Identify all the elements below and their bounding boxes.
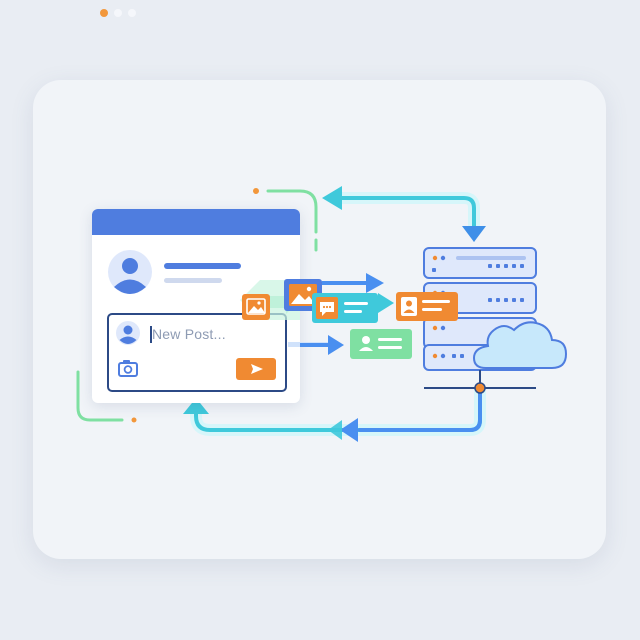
top-flow-arrowhead-down-fill — [462, 226, 486, 242]
bottom-flow-arrowhead-left — [340, 418, 358, 442]
text-caret — [150, 326, 152, 343]
user-avatar-icon[interactable] — [108, 250, 152, 294]
window-dot-white-2[interactable] — [128, 9, 136, 17]
top-left-bracket-line — [266, 189, 318, 234]
browser-title-bar — [92, 209, 300, 235]
bottom-left-orange-dot — [131, 417, 137, 423]
top-flow-line — [338, 196, 476, 229]
send-post-button[interactable] — [236, 358, 276, 380]
top-left-orange-dot — [253, 188, 259, 194]
contact-card-icon — [396, 292, 458, 321]
cloud-icon — [472, 321, 568, 369]
window-dot-white-1[interactable] — [114, 9, 122, 17]
top-flow-arrowhead-left — [322, 186, 342, 210]
packet-arrow-2-head — [378, 293, 394, 313]
bottom-left-bracket-line — [76, 370, 124, 422]
camera-icon[interactable] — [118, 360, 138, 377]
comment-icon — [312, 293, 378, 323]
contact-card-green — [350, 329, 412, 359]
send-icon — [251, 364, 263, 374]
network-node — [474, 382, 486, 394]
profile-name-line — [164, 263, 241, 269]
new-post-placeholder[interactable]: New Post... — [152, 326, 226, 342]
profile-meta-line — [164, 278, 222, 283]
composer-avatar-icon — [116, 321, 140, 345]
bottom-flow-arrowhead-up — [183, 398, 209, 414]
window-dot-orange[interactable] — [100, 9, 108, 17]
image-packet-orange — [242, 294, 270, 320]
server-unit-1 — [423, 247, 537, 279]
bottom-flow-line-blue — [358, 390, 482, 432]
packet-arrow-1-head — [366, 273, 384, 293]
packet-arrow-3-head — [328, 335, 344, 355]
bottom-flow-chevron — [328, 420, 342, 440]
